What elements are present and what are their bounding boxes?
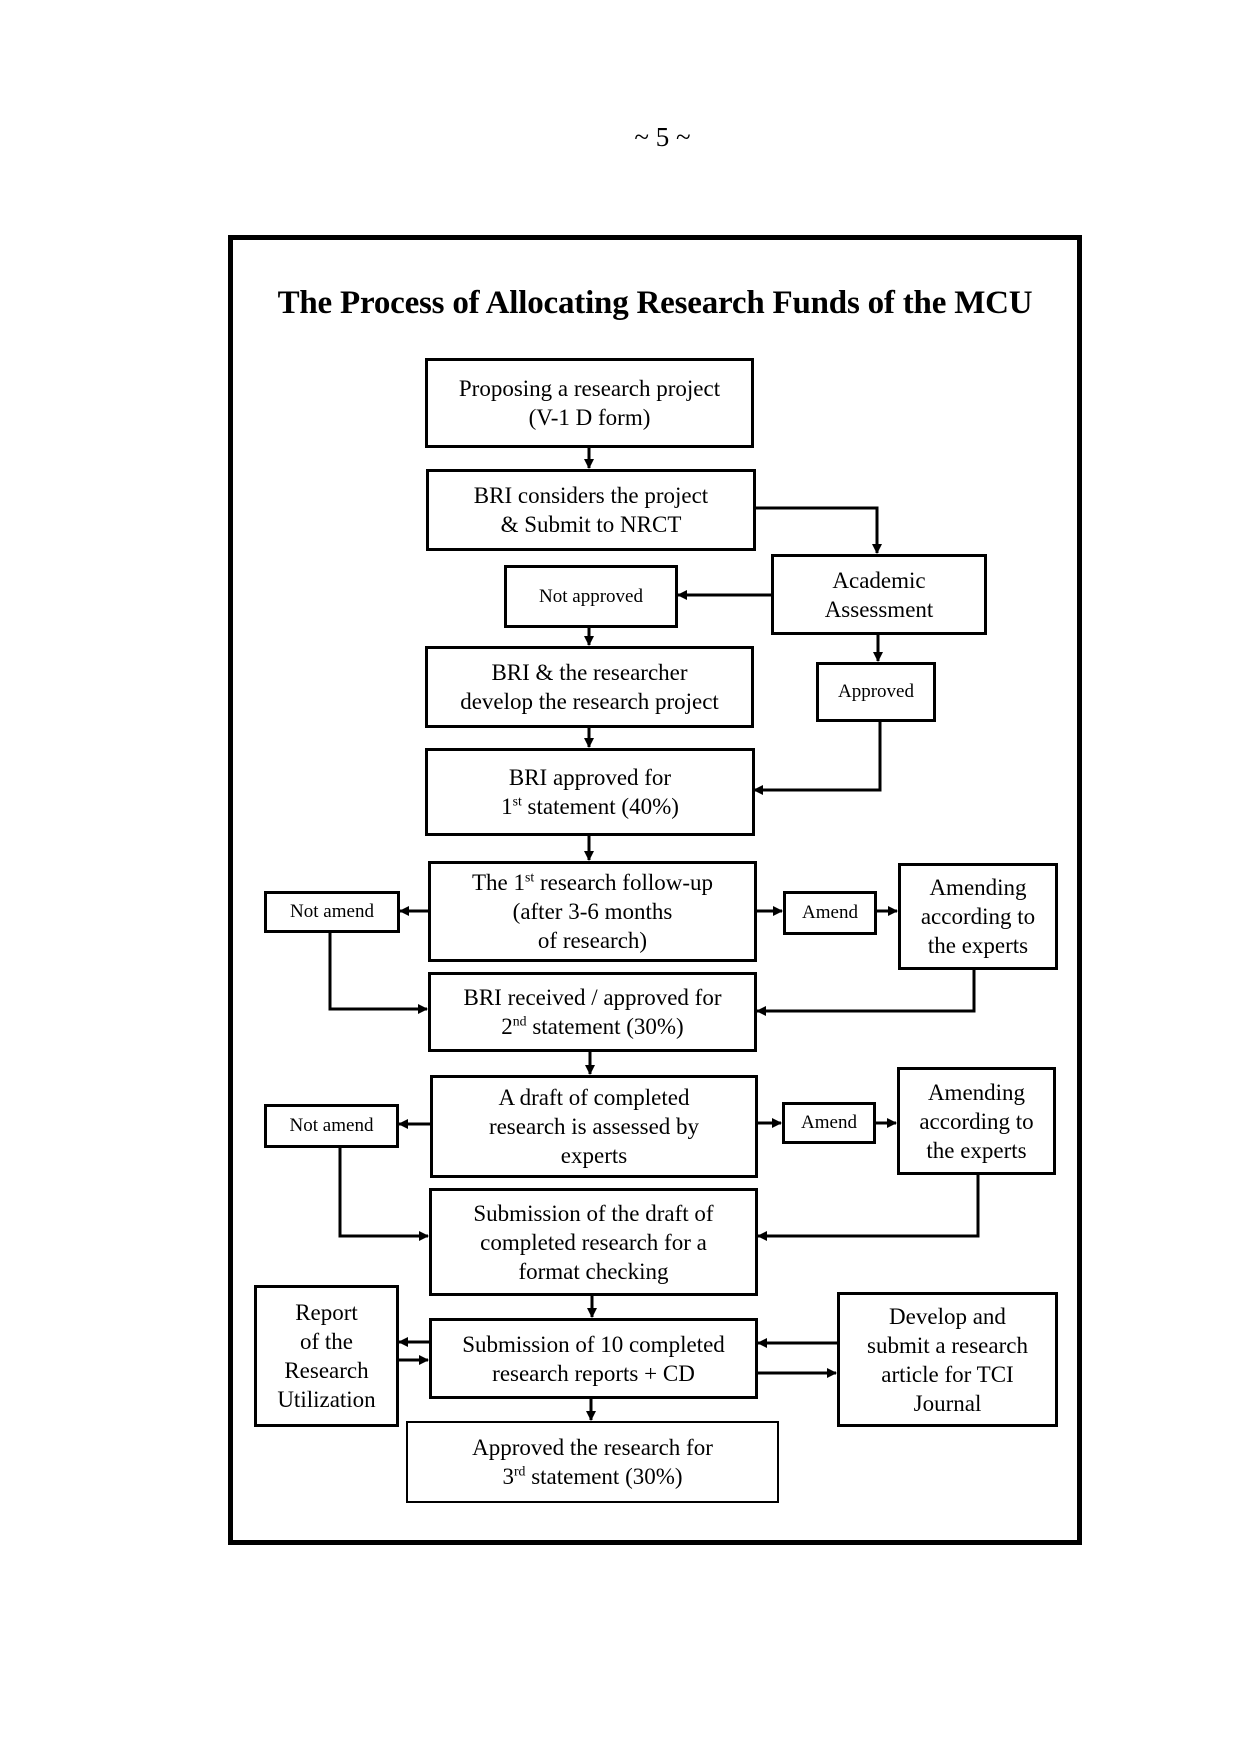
ordinal-suffix: nd (512, 1013, 527, 1029)
node-text-line: Academic (832, 567, 926, 593)
node-text-line: (after 3-6 months (512, 899, 673, 924)
node-text-line: (V-1 D form) (528, 405, 651, 430)
node-text-line: BRI approved for (508, 765, 672, 790)
ordinal-suffix: st (512, 793, 522, 809)
node-text-line: Amend (801, 1112, 857, 1133)
node-text-line: Proposing a research project (458, 376, 721, 401)
node-text-line: & Submit to NRCT (500, 512, 682, 537)
node-text-line: completed research for a (480, 1229, 707, 1255)
node-text-line: Not approved (539, 585, 643, 607)
node-text-line: according to (920, 904, 1036, 929)
node-text-line: the experts (926, 1137, 1027, 1163)
node-amending-2: Amending according to the experts (897, 1067, 1056, 1175)
node-approved: Approved (816, 662, 936, 722)
diagram-frame (228, 235, 1082, 1545)
edge-approved-to-first-statement (753, 721, 882, 795)
node-amend-1: Amend (783, 891, 877, 935)
node-text-line: statement (30%) (525, 1464, 683, 1489)
node-text-line: Research (284, 1358, 369, 1383)
node-draft-assessed: A draft of completed research is assessed… (430, 1075, 758, 1178)
node-second-statement: BRI received / approved for 2nd statement… (428, 972, 757, 1052)
node-text-line: Submission of the draft of (473, 1200, 714, 1226)
edge-bri-consider-to-academic (755, 506, 882, 554)
node-text-line: statement (30%) (526, 1014, 684, 1039)
node-text-line: develop the research project (460, 689, 719, 714)
node-text-line: research follow-up (534, 870, 714, 895)
node-submit-reports: Submission of 10 completed research repor… (429, 1318, 758, 1399)
node-text-line: Develop and (889, 1303, 1006, 1329)
node-not-amend-2: Not amend (264, 1104, 399, 1148)
ordinal-suffix: rd (513, 1463, 526, 1479)
node-text-line: of the (299, 1329, 353, 1354)
node-text-line: Submission of 10 completed (462, 1331, 725, 1357)
node-text-line: research reports + CD (492, 1360, 695, 1386)
node-first-statement: BRI approved for 1st statement (40%) (425, 748, 755, 836)
edge-amending-2-to-format-check (757, 1174, 980, 1241)
node-text-line: Utilization (277, 1387, 376, 1412)
page-number: ~ 5 ~ (634, 122, 691, 152)
node-text-line: Amending (929, 875, 1027, 900)
edge-amending-1-to-second-statement (756, 969, 976, 1016)
node-text-line: BRI received / approved for (463, 985, 722, 1010)
node-text-line: Not amend (290, 901, 374, 922)
node-text-line: Report (295, 1300, 358, 1325)
node-not-approved: Not approved (504, 565, 678, 628)
node-not-amend-1: Not amend (264, 891, 400, 933)
node-text-line: Approved (838, 681, 914, 702)
node-text-line: statement (40%) (521, 794, 679, 819)
node-text-line: Not amend (289, 1115, 374, 1136)
node-bri-considers: BRI considers the project & Submit to NRC… (426, 469, 756, 551)
node-format-check: Submission of the draft of completed rese… (429, 1188, 758, 1296)
node-tci-article: Develop and submit a research article for … (837, 1292, 1058, 1427)
node-text-line: BRI & the researcher (491, 660, 688, 685)
edge-not-amend-2-to-format-check (338, 1147, 429, 1241)
node-text-line: A draft of completed (498, 1085, 690, 1110)
node-text-line: of research) (537, 928, 648, 953)
node-research-followup: The 1st research follow-up (after 3-6 mon… (428, 861, 757, 962)
node-text-line: The 1 (471, 870, 525, 895)
ordinal-number: 1 (501, 794, 513, 819)
node-amending-1: Amending according to the experts (898, 863, 1058, 970)
node-text-line: Amend (802, 902, 858, 923)
node-third-statement: Approved the research for 3rd statement (… (406, 1421, 779, 1503)
node-develop-project: BRI & the researcher develop the research… (425, 646, 754, 728)
node-text-line: Approved the research for (472, 1435, 713, 1460)
node-text-line: article for TCI (881, 1361, 1014, 1387)
node-text-line: Amending (927, 1079, 1026, 1105)
ordinal-suffix: st (525, 869, 535, 885)
node-text-line: Assessment (824, 596, 934, 622)
diagram-title: The Process of Allocating Research Funds… (277, 285, 1033, 321)
node-propose-project: Proposing a research project (V-1 D form) (425, 358, 754, 448)
edge-not-amend-1-to-second-statement (328, 932, 428, 1014)
node-text-line: BRI considers the project (473, 483, 709, 508)
node-text-line: submit a research (867, 1332, 1028, 1358)
node-text-line: research is assessed by (488, 1114, 700, 1139)
node-text-line: format checking (518, 1258, 669, 1284)
node-text-line: according to (919, 1108, 1034, 1134)
ordinal-number: 2 (501, 1014, 513, 1039)
node-text-line: experts (560, 1143, 628, 1168)
node-amend-2: Amend (782, 1102, 876, 1144)
node-text-line: Journal (913, 1390, 982, 1416)
ordinal-number: 3 (502, 1464, 514, 1489)
node-text-line: the experts (927, 933, 1029, 958)
